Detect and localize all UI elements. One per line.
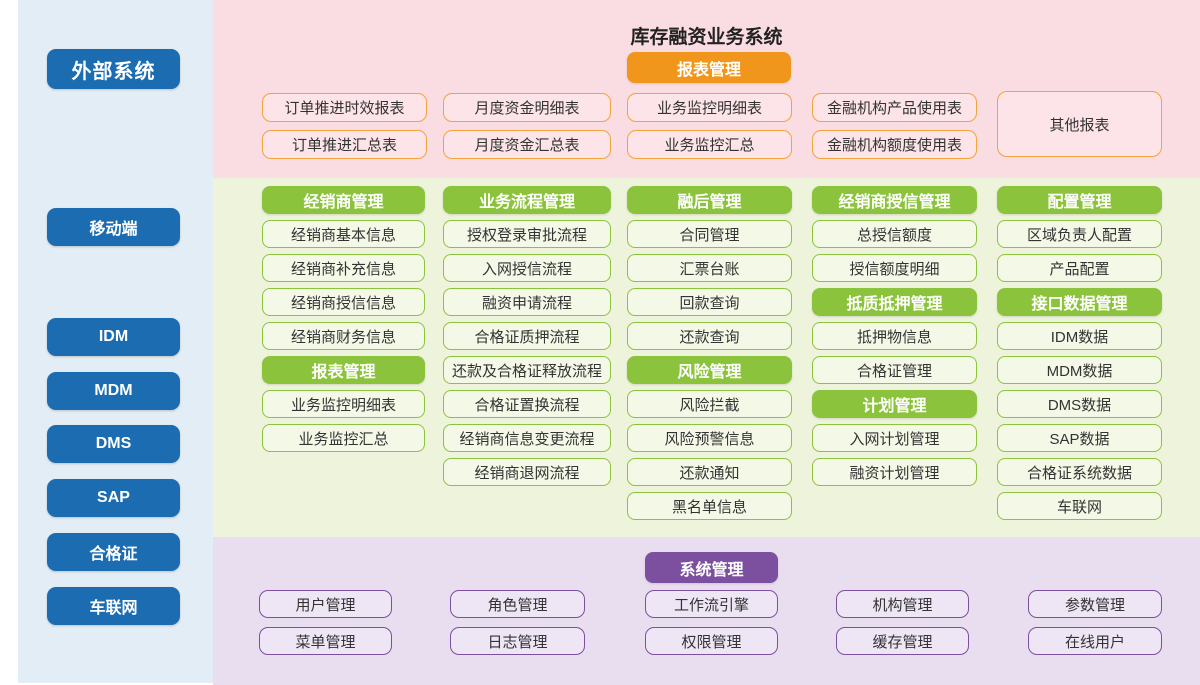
external-systems-panel: 外部系统 移动端 IDM MDM DMS SAP 合格证 车联网 <box>18 0 213 683</box>
system-title: 库存融资业务系统 <box>630 27 783 48</box>
module-item: SAP数据 <box>997 424 1162 452</box>
module-item: 授权登录审批流程 <box>443 220 611 248</box>
module-item: MDM数据 <box>997 356 1162 384</box>
system-item: 权限管理 <box>645 627 778 655</box>
module-header: 接口数据管理 <box>997 288 1162 316</box>
module-item: 车联网 <box>997 492 1162 520</box>
module-column-workflow: 业务流程管理 授权登录审批流程 入网授信流程 融资申请流程 合格证质押流程 还款… <box>443 186 611 486</box>
module-item: 风险预警信息 <box>627 424 792 452</box>
module-header: 报表管理 <box>262 356 425 384</box>
module-item: 合格证质押流程 <box>443 322 611 350</box>
module-item: 合格证管理 <box>812 356 977 384</box>
report-item: 月度资金汇总表 <box>443 130 611 159</box>
module-item: 融资计划管理 <box>812 458 977 486</box>
report-item: 月度资金明细表 <box>443 93 611 122</box>
system-item: 机构管理 <box>836 590 969 618</box>
module-item: 经销商财务信息 <box>262 322 425 350</box>
report-item: 业务监控明细表 <box>627 93 792 122</box>
modules-section: 经销商管理 经销商基本信息 经销商补充信息 经销商授信信息 经销商财务信息 报表… <box>213 178 1200 537</box>
system-item: 日志管理 <box>450 627 585 655</box>
module-item: 授信额度明细 <box>812 254 977 282</box>
module-column-dealer: 经销商管理 经销商基本信息 经销商补充信息 经销商授信信息 经销商财务信息 报表… <box>262 186 425 452</box>
system-column: 参数管理 在线用户 <box>1028 590 1162 655</box>
module-item: 产品配置 <box>997 254 1162 282</box>
system-column: 机构管理 缓存管理 <box>836 590 969 655</box>
module-item: 业务监控明细表 <box>262 390 425 418</box>
report-item-other: 其他报表 <box>997 91 1162 157</box>
report-column: 月度资金明细表 月度资金汇总表 <box>443 93 611 159</box>
module-item: 合同管理 <box>627 220 792 248</box>
module-header: 经销商授信管理 <box>812 186 977 214</box>
system-item: 菜单管理 <box>259 627 392 655</box>
report-management-header: 报表管理 <box>627 52 791 83</box>
module-item: 入网计划管理 <box>812 424 977 452</box>
system-item: 用户管理 <box>259 590 392 618</box>
report-column: 订单推进时效报表 订单推进汇总表 <box>262 93 427 159</box>
module-header: 业务流程管理 <box>443 186 611 214</box>
module-item: 还款查询 <box>627 322 792 350</box>
system-column: 角色管理 日志管理 <box>450 590 585 655</box>
module-item: 还款通知 <box>627 458 792 486</box>
report-item: 金融机构额度使用表 <box>812 130 977 159</box>
sidebar-item-mdm: MDM <box>47 372 180 410</box>
module-item: IDM数据 <box>997 322 1162 350</box>
report-item: 订单推进时效报表 <box>262 93 427 122</box>
system-item: 工作流引擎 <box>645 590 778 618</box>
module-item: 总授信额度 <box>812 220 977 248</box>
system-item: 参数管理 <box>1028 590 1162 618</box>
report-item: 业务监控汇总 <box>627 130 792 159</box>
module-item: 合格证置换流程 <box>443 390 611 418</box>
module-item: 区域负责人配置 <box>997 220 1162 248</box>
sidebar-item-certificate: 合格证 <box>47 533 180 571</box>
sidebar-item-dms: DMS <box>47 425 180 463</box>
module-header: 抵质抵押管理 <box>812 288 977 316</box>
system-column: 工作流引擎 权限管理 <box>645 590 778 655</box>
module-item: 汇票台账 <box>627 254 792 282</box>
sidebar-item-mobile: 移动端 <box>47 208 180 246</box>
module-column-credit: 经销商授信管理 总授信额度 授信额度明细 抵质抵押管理 抵押物信息 合格证管理 … <box>812 186 977 486</box>
external-systems-label: 外部系统 <box>47 49 180 89</box>
report-item: 金融机构产品使用表 <box>812 93 977 122</box>
reports-section: 库存融资业务系统 报表管理 订单推进时效报表 订单推进汇总表 月度资金明细表 月… <box>213 0 1200 178</box>
module-item: 回款查询 <box>627 288 792 316</box>
module-item: DMS数据 <box>997 390 1162 418</box>
module-header: 融后管理 <box>627 186 792 214</box>
module-item: 经销商基本信息 <box>262 220 425 248</box>
module-header: 经销商管理 <box>262 186 425 214</box>
system-column: 用户管理 菜单管理 <box>259 590 392 655</box>
module-item: 还款及合格证释放流程 <box>443 356 611 384</box>
module-item: 业务监控汇总 <box>262 424 425 452</box>
sidebar-item-sap: SAP <box>47 479 180 517</box>
module-item: 入网授信流程 <box>443 254 611 282</box>
module-header: 配置管理 <box>997 186 1162 214</box>
system-management-header: 系统管理 <box>645 552 778 583</box>
module-item: 融资申请流程 <box>443 288 611 316</box>
system-item: 角色管理 <box>450 590 585 618</box>
module-header: 计划管理 <box>812 390 977 418</box>
report-item: 订单推进汇总表 <box>262 130 427 159</box>
system-item: 在线用户 <box>1028 627 1162 655</box>
module-item: 经销商退网流程 <box>443 458 611 486</box>
report-column: 业务监控明细表 业务监控汇总 <box>627 93 792 159</box>
system-management-section: 系统管理 用户管理 菜单管理 角色管理 日志管理 工作流引擎 权限管理 机构管理… <box>213 537 1200 685</box>
module-item: 黑名单信息 <box>627 492 792 520</box>
sidebar-item-idm: IDM <box>47 318 180 356</box>
module-item: 经销商授信信息 <box>262 288 425 316</box>
module-item: 经销商信息变更流程 <box>443 424 611 452</box>
system-item: 缓存管理 <box>836 627 969 655</box>
report-column: 金融机构产品使用表 金融机构额度使用表 <box>812 93 977 159</box>
module-column-post-financing: 融后管理 合同管理 汇票台账 回款查询 还款查询 风险管理 风险拦截 风险预警信… <box>627 186 792 520</box>
module-item: 抵押物信息 <box>812 322 977 350</box>
module-item: 合格证系统数据 <box>997 458 1162 486</box>
module-header: 风险管理 <box>627 356 792 384</box>
sidebar-item-telematics: 车联网 <box>47 587 180 625</box>
module-column-config: 配置管理 区域负责人配置 产品配置 接口数据管理 IDM数据 MDM数据 DMS… <box>997 186 1162 520</box>
module-item: 风险拦截 <box>627 390 792 418</box>
module-item: 经销商补充信息 <box>262 254 425 282</box>
